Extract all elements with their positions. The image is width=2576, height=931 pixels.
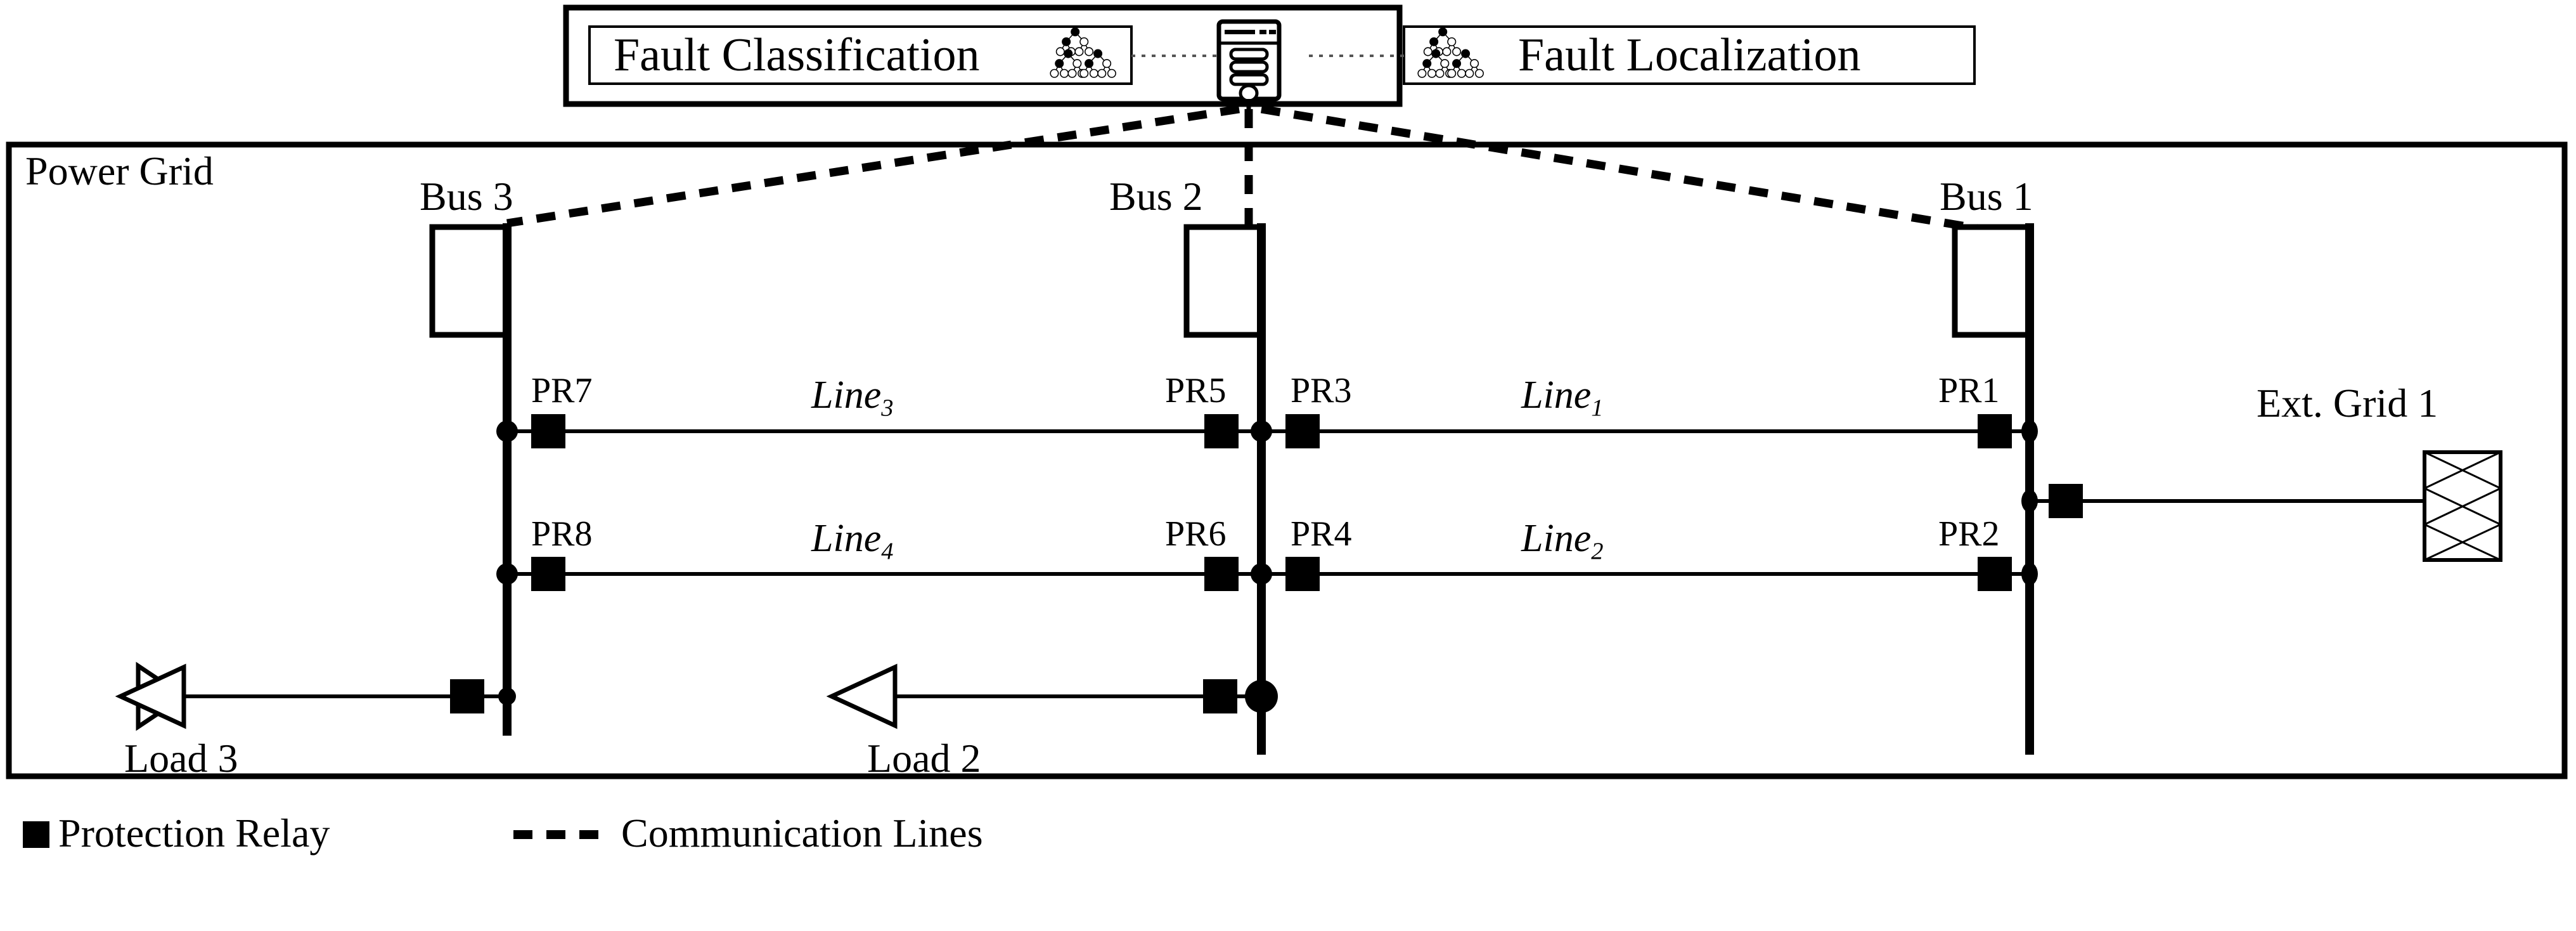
relay-pr3-label: PR3 [1291,371,1352,410]
node-bus1-bottom [2021,563,2038,585]
line-4-base: Line [811,517,882,560]
line-3-sub: 3 [881,394,894,422]
relay-pr6[interactable] [1204,557,1239,591]
bus-3-label: Bus 3 [420,174,513,219]
comm-line-bus3 [506,105,1240,228]
node-load-2 [1245,680,1278,713]
node-bus1-extgrid [2021,490,2038,512]
load-3-arrowhead [115,663,186,729]
fault-localization-box[interactable] [1403,25,1976,85]
relay-pr7-label: PR7 [531,371,593,410]
node-bus3-bottom [496,563,518,585]
relay-pr4-label: PR4 [1291,514,1352,554]
node-bus2-top [1251,420,1272,442]
communication-lines [506,105,1979,233]
line-3-base: Line [811,374,882,417]
relay-pr7[interactable] [531,414,565,448]
node-bus1-top [2021,420,2038,443]
fault-localization-label: Fault Localization [1518,29,1861,81]
relay-pr4[interactable] [1285,557,1320,591]
load-2-label: Load 2 [867,736,981,781]
line-1-base: Line [1521,374,1592,417]
load-3-label: Load 3 [124,736,238,781]
bus-3 [429,223,512,736]
line-4-sub: 4 [881,538,894,565]
node-bus3-top [496,420,518,442]
node-load-3 [498,687,516,705]
line-3-label: Line3 [811,375,893,420]
power-grid-frame [6,141,2568,779]
fault-classification-box[interactable] [588,25,1133,85]
legend-relay-icon [23,821,49,848]
power-grid-title: Power Grid [25,148,214,193]
bus-1 [1952,223,2034,755]
node-bus2-bottom [1251,563,1272,585]
relay-pr3[interactable] [1285,414,1320,448]
relay-pr8[interactable] [531,557,565,591]
bus-2 [1183,223,1266,755]
comm-line-bus1 [1260,105,1979,233]
relay-pr2-label: PR2 [1938,514,2000,554]
load-2-arrowhead [826,663,898,729]
external-grid-icon [2423,450,2502,562]
relay-pr1-label: PR1 [1938,371,2000,410]
line-1-sub: 1 [1591,394,1604,422]
line-1-label: Line1 [1521,375,1603,420]
fault-classification-label: Fault Classification [614,29,980,81]
relay-pr5-label: PR5 [1165,371,1227,410]
legend-communication-label: Communication Lines [621,811,983,856]
relay-pr6-label: PR6 [1165,514,1227,554]
line-2-base: Line [1521,517,1592,560]
relay-load-2[interactable] [1203,679,1237,713]
line-4-label: Line4 [811,519,893,564]
relay-pr1[interactable] [1978,414,2012,448]
legend-relay-label: Protection Relay [58,811,330,856]
external-grid-label: Ext. Grid 1 [2257,381,2438,426]
bus-2-label: Bus 2 [1109,174,1203,219]
line-2-sub: 2 [1591,538,1604,565]
relay-pr5[interactable] [1204,414,1239,448]
line-2-label: Line2 [1521,519,1603,564]
relay-pr2[interactable] [1978,557,2012,591]
bus-1-label: Bus 1 [1940,174,2033,219]
relay-ext-grid[interactable] [2049,484,2083,518]
server-tower-icon [1216,19,1282,109]
relay-pr8-label: PR8 [531,514,593,554]
relay-load-3[interactable] [450,679,484,713]
